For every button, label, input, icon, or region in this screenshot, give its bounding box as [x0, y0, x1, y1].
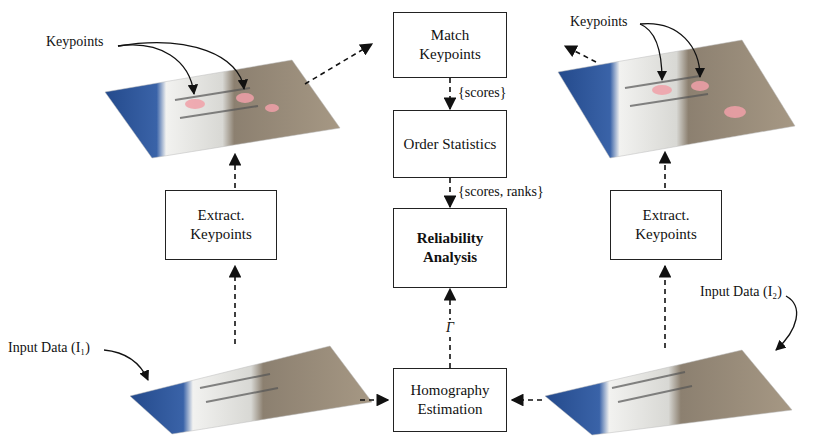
keypoint-marker	[724, 106, 746, 118]
leader-line	[640, 24, 662, 80]
leader-line	[118, 45, 194, 94]
flow-connector	[449, 178, 451, 207]
keypoint-marker	[691, 81, 709, 91]
flow-arrow	[565, 46, 596, 62]
flow-arrow	[360, 399, 388, 401]
flow-arrow	[512, 399, 542, 401]
window-row	[200, 374, 278, 402]
input-photo	[558, 40, 795, 158]
edge-label: {scores, ranks}	[456, 184, 546, 201]
window-row	[175, 88, 258, 118]
edge-label: {scores}	[456, 85, 508, 102]
window-row	[612, 372, 692, 402]
callout-label: Keypoints	[46, 34, 104, 51]
process-box: Homography Estimation	[393, 368, 507, 432]
input-photo	[105, 60, 340, 158]
callout-label: Input Data (I₁)	[8, 340, 90, 357]
flow-arrow	[305, 44, 372, 84]
keypoint-marker	[265, 104, 279, 112]
flow-arrow	[664, 266, 666, 348]
input-photo	[545, 350, 792, 435]
flow-connector	[449, 78, 451, 109]
box-label: Order Statistics	[404, 135, 497, 154]
edge-label: Γ	[444, 320, 456, 337]
input-photo	[130, 346, 372, 434]
box-label: Extract. Keypoints	[617, 206, 715, 244]
process-box: Reliability Analysis	[393, 208, 507, 288]
keypoint-marker	[652, 85, 672, 95]
box-label: Reliability Analysis	[400, 229, 500, 267]
leader-line	[104, 350, 148, 380]
leader-line	[118, 43, 244, 89]
keypoint-marker	[185, 99, 205, 109]
leader-line	[640, 24, 700, 77]
flow-arrow	[234, 266, 236, 344]
window-row	[625, 76, 708, 106]
keypoint-marker	[236, 93, 254, 103]
callout-label: Input Data (I₂)	[700, 284, 782, 301]
box-label: Extract. Keypoints	[172, 206, 270, 244]
process-box: Extract. Keypoints	[610, 190, 722, 260]
box-label: Match Keypoints	[400, 26, 500, 64]
flow-arrow	[664, 152, 666, 188]
leader-line	[776, 296, 797, 350]
process-box: Match Keypoints	[393, 12, 507, 78]
flow-arrow	[234, 154, 236, 188]
process-box: Order Statistics	[393, 110, 507, 178]
process-box: Extract. Keypoints	[165, 190, 277, 260]
box-label: Homography Estimation	[400, 381, 500, 419]
callout-label: Keypoints	[570, 14, 628, 31]
